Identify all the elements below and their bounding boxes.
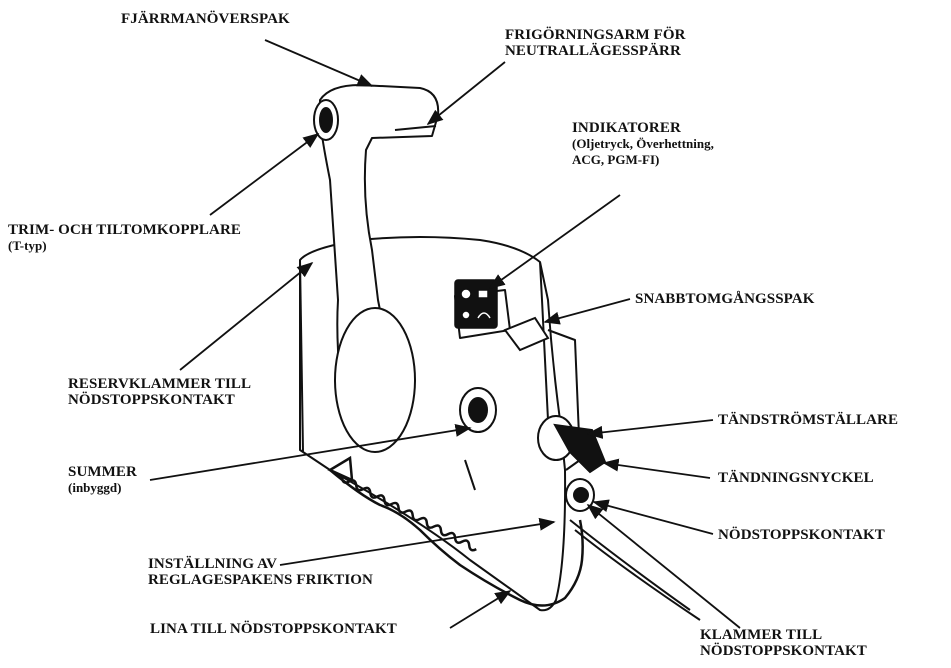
label-lanyard: LINA TILL NÖDSTOPPSKONTAKT [150, 621, 397, 637]
label-fast-idle: SNABBTOMGÅNGSSPAK [635, 291, 815, 307]
label-remote-lever: FJÄRRMANÖVERSPAK [121, 11, 290, 27]
label-buzzer: SUMMER (inbyggd) [68, 464, 137, 495]
leader-lines [149, 39, 741, 629]
label-ignition-key: TÄNDNINGSNYCKEL [718, 470, 874, 486]
label-indicators: INDIKATORER (Oljetryck, Överhettning, AC… [572, 120, 714, 167]
label-neutral-release: FRIGÖRNINGSARM FÖR NEUTRALLÄGESSPÄRR [505, 27, 686, 59]
label-friction-adjust: INSTÄLLNING AV REGLAGESPAKENS FRIKTION [148, 556, 373, 588]
label-emergency-switch: NÖDSTOPPSKONTAKT [718, 527, 885, 543]
buzzer-knob [459, 387, 497, 491]
coiled-lanyard [327, 455, 584, 607]
label-clip: KLAMMER TILL NÖDSTOPPSKONTAKT [700, 627, 867, 659]
label-spare-clip: RESERVKLAMMER TILL NÖDSTOPPSKONTAKT [68, 376, 252, 408]
fast-idle-lever [503, 316, 550, 352]
stop-switch-body [565, 478, 595, 512]
label-trim-tilt: TRIM- OCH TILTOMKOPPLARE (T-typ) [8, 222, 241, 253]
label-ignition-switch: TÄNDSTRÖMSTÄLLARE [718, 412, 899, 428]
indicator-panel [454, 279, 498, 329]
lever-handle [313, 84, 440, 453]
control-cables [569, 519, 701, 621]
